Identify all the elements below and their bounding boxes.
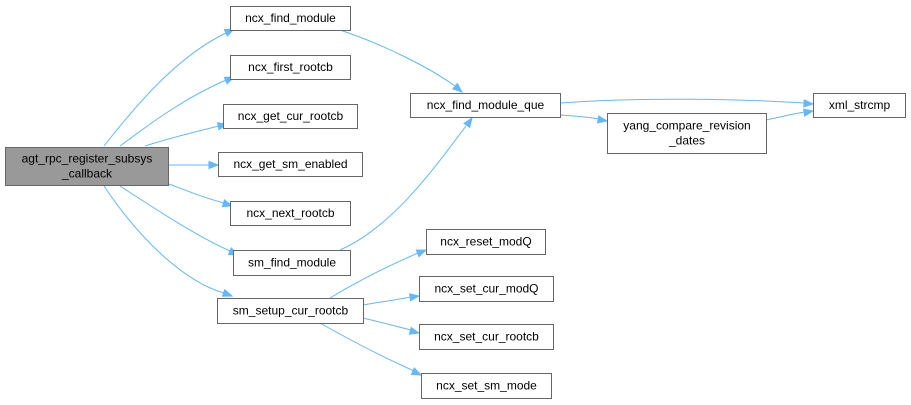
node-box[interactable] bbox=[230, 55, 351, 80]
arrowhead-icon bbox=[408, 326, 421, 335]
edge-line bbox=[319, 322, 415, 372]
arrowhead-icon bbox=[596, 115, 609, 124]
node-label: sm_setup_cur_rootcb bbox=[233, 304, 349, 318]
edge-sm_setup_cur_rootcb-to-ncx_reset_modQ bbox=[329, 249, 428, 299]
edge-yang_compare_revision_dates-to-xml_strcmp bbox=[765, 108, 815, 121]
node-label: yang_compare_revision bbox=[623, 119, 750, 133]
edge-line bbox=[559, 98, 806, 104]
node-sm_setup_cur_rootcb[interactable]: sm_setup_cur_rootcb bbox=[217, 298, 364, 324]
arrowhead-icon bbox=[410, 367, 423, 376]
node-sm_find_module[interactable]: sm_find_module bbox=[233, 250, 351, 276]
edge-sm_setup_cur_rootcb-to-ncx_set_cur_rootcb bbox=[362, 317, 421, 335]
arrowhead-icon bbox=[409, 293, 421, 302]
edge-agt_rpc_register_subsys_callback-to-sm_setup_cur_rootcb bbox=[103, 185, 234, 297]
edge-sm_find_module-to-ncx_find_module_que bbox=[339, 116, 473, 251]
node-box[interactable] bbox=[419, 276, 554, 302]
node-box[interactable] bbox=[419, 324, 554, 350]
edge-line bbox=[329, 252, 419, 299]
node-box[interactable] bbox=[217, 298, 364, 324]
node-box[interactable] bbox=[218, 152, 363, 177]
node-label: agt_rpc_register_subsys bbox=[22, 152, 153, 166]
node-label: ncx_next_rootcb bbox=[246, 206, 334, 220]
node-label: _dates bbox=[668, 134, 705, 148]
node-label: ncx_get_cur_rootcb bbox=[238, 109, 344, 123]
arrowhead-icon bbox=[415, 249, 428, 258]
edge-ncx_find_module_que-to-yang_compare_revision_dates bbox=[559, 114, 609, 124]
node-ncx_reset_modQ[interactable]: ncx_reset_modQ bbox=[426, 229, 546, 255]
node-box[interactable] bbox=[223, 104, 358, 129]
nodes-layer: agt_rpc_register_subsys_callback ncx_find… bbox=[5, 6, 906, 399]
node-xml_strcmp[interactable]: xml_strcmp bbox=[813, 93, 906, 118]
edge-sm_setup_cur_rootcb-to-ncx_set_sm_mode bbox=[319, 322, 423, 376]
edge-line bbox=[362, 317, 412, 331]
edge-line bbox=[168, 183, 225, 204]
node-label: ncx_find_module bbox=[245, 11, 336, 25]
node-ncx_get_cur_rootcb[interactable]: ncx_get_cur_rootcb bbox=[223, 104, 358, 129]
edge-line bbox=[339, 125, 467, 251]
node-ncx_set_cur_modQ[interactable]: ncx_set_cur_modQ bbox=[419, 276, 554, 302]
edge-line bbox=[119, 79, 227, 147]
node-label: xml_strcmp bbox=[829, 98, 891, 112]
node-ncx_find_module[interactable]: ncx_find_module bbox=[230, 6, 351, 31]
node-box[interactable] bbox=[421, 373, 552, 399]
arrowhead-icon bbox=[452, 82, 464, 93]
node-ncx_next_rootcb[interactable]: ncx_next_rootcb bbox=[230, 201, 351, 226]
arrowhead-icon bbox=[221, 288, 234, 297]
edge-line bbox=[144, 125, 220, 147]
node-box[interactable] bbox=[230, 201, 351, 226]
edge-agt_rpc_register_subsys_callback-to-ncx_get_cur_rootcb bbox=[144, 122, 229, 147]
node-label: ncx_set_sm_mode bbox=[436, 379, 537, 393]
edge-line bbox=[103, 32, 227, 147]
edge-line bbox=[103, 185, 225, 294]
arrowhead-icon bbox=[803, 99, 815, 108]
edge-agt_rpc_register_subsys_callback-to-ncx_find_module bbox=[103, 28, 236, 147]
arrowhead-icon bbox=[208, 160, 220, 170]
edge-agt_rpc_register_subsys_callback-to-ncx_next_rootcb bbox=[168, 183, 234, 208]
node-label: ncx_set_cur_modQ bbox=[434, 282, 538, 296]
node-box[interactable] bbox=[233, 250, 351, 276]
node-box[interactable] bbox=[813, 93, 906, 118]
node-ncx_first_rootcb[interactable]: ncx_first_rootcb bbox=[230, 55, 351, 80]
node-label: ncx_set_cur_rootcb bbox=[434, 330, 539, 344]
node-ncx_get_sm_enabled[interactable]: ncx_get_sm_enabled bbox=[218, 152, 363, 177]
node-label: _callback bbox=[61, 167, 113, 181]
node-label: ncx_find_module_que bbox=[427, 98, 545, 112]
node-box[interactable] bbox=[426, 229, 546, 255]
node-label: ncx_get_sm_enabled bbox=[233, 157, 347, 171]
node-label: sm_find_module bbox=[248, 256, 336, 270]
node-label: ncx_first_rootcb bbox=[248, 60, 333, 74]
edge-agt_rpc_register_subsys_callback-to-ncx_get_sm_enabled bbox=[169, 160, 220, 170]
edge-agt_rpc_register_subsys_callback-to-sm_find_module bbox=[119, 185, 240, 256]
node-agt_rpc_register_subsys_callback[interactable]: agt_rpc_register_subsys_callback bbox=[5, 147, 169, 186]
node-box[interactable] bbox=[410, 93, 561, 118]
node-label: ncx_reset_modQ bbox=[440, 235, 531, 249]
arrowhead-icon bbox=[802, 108, 815, 117]
edge-agt_rpc_register_subsys_callback-to-ncx_first_rootcb bbox=[119, 76, 236, 147]
node-box[interactable] bbox=[230, 6, 351, 31]
node-ncx_set_cur_rootcb[interactable]: ncx_set_cur_rootcb bbox=[419, 324, 554, 350]
node-box[interactable] bbox=[5, 147, 169, 186]
edge-line bbox=[119, 185, 231, 252]
edge-line bbox=[559, 114, 600, 120]
node-yang_compare_revision_dates[interactable]: yang_compare_revision_dates bbox=[607, 113, 767, 154]
edge-ncx_find_module_que-to-xml_strcmp bbox=[559, 98, 815, 108]
node-ncx_find_module_que[interactable]: ncx_find_module_que bbox=[410, 93, 561, 118]
edge-line bbox=[362, 296, 412, 306]
edge-line bbox=[339, 29, 456, 87]
edge-sm_setup_cur_rootcb-to-ncx_set_cur_modQ bbox=[362, 293, 421, 306]
node-box[interactable] bbox=[607, 113, 767, 154]
arrowhead-icon bbox=[463, 116, 473, 129]
edge-ncx_find_module-to-ncx_find_module_que bbox=[339, 29, 464, 93]
node-ncx_set_sm_mode[interactable]: ncx_set_sm_mode bbox=[421, 373, 552, 399]
edge-line bbox=[765, 111, 806, 121]
arrowhead-icon bbox=[221, 199, 234, 208]
